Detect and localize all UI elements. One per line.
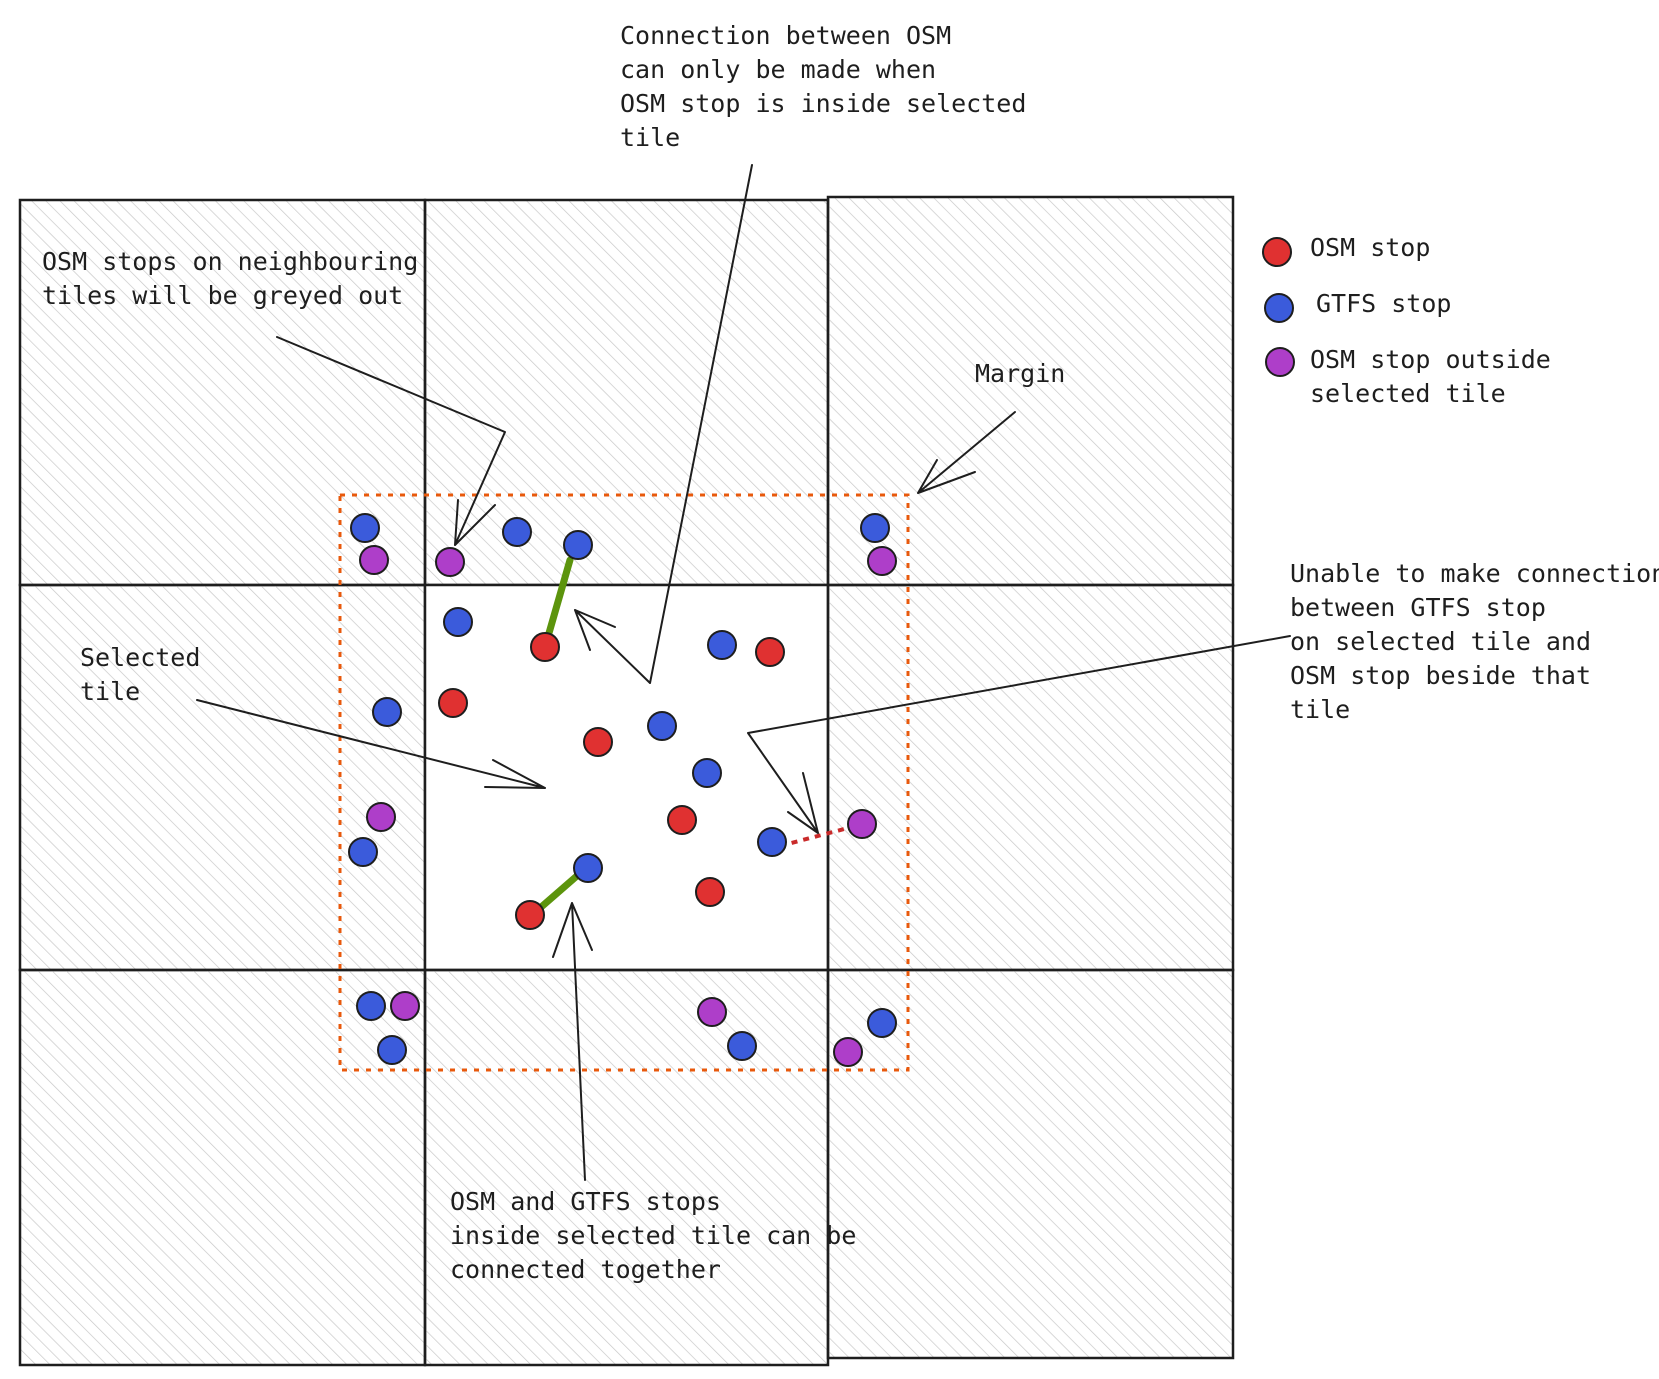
osm-stop-outside[interactable] [390, 991, 420, 1021]
gtfs-stop[interactable] [647, 711, 677, 741]
osm-stop-outside[interactable] [435, 547, 465, 577]
note-margin: Margin [975, 359, 1065, 388]
gtfs-stop[interactable] [727, 1031, 757, 1061]
note-line: tile [80, 677, 140, 706]
gtfs-stop[interactable] [443, 607, 473, 637]
note-line: Unable to make connection [1290, 559, 1659, 588]
tile-top-center[interactable] [423, 198, 830, 587]
osm-stop[interactable] [667, 805, 697, 835]
tile-top-right[interactable] [826, 195, 1235, 587]
arrow-inside-connection [552, 902, 593, 1181]
osm-stop-outside[interactable] [867, 546, 897, 576]
gtfs-stop[interactable] [348, 837, 378, 867]
osm-stop-outside[interactable] [833, 1037, 863, 1067]
osm-stop[interactable] [583, 727, 613, 757]
note-line: OSM stop beside that [1290, 661, 1591, 690]
note-line: Connection between OSM [620, 21, 951, 50]
note-line: tiles will be greyed out [42, 281, 403, 310]
legend-gtfs-stop-icon [1264, 293, 1294, 323]
tile-bottom-center[interactable] [423, 968, 830, 1367]
note-line: can only be made when [620, 55, 936, 84]
legend-gtfs-stop-label: GTFS stop [1316, 289, 1451, 318]
note-connection-rule: Connection between OSM can only be made … [620, 21, 1026, 152]
note-line: OSM stop is inside selected [620, 89, 1026, 118]
note-line: tile [1290, 695, 1350, 724]
note-line: Selected [80, 643, 200, 672]
arrow-greyed-out [276, 336, 506, 546]
gtfs-stop[interactable] [692, 758, 722, 788]
note-line: inside selected tile can be [450, 1221, 856, 1250]
note-line: connected together [450, 1255, 721, 1284]
note-line: OSM stops on neighbouring [42, 247, 418, 276]
osm-stop[interactable] [755, 637, 785, 667]
note-line: on selected tile and [1290, 627, 1591, 656]
tile-bottom-left[interactable] [18, 968, 427, 1367]
stops [348, 513, 897, 1067]
gtfs-stop[interactable] [757, 827, 787, 857]
tile-bottom-right[interactable] [826, 968, 1235, 1360]
osm-stop-outside[interactable] [366, 802, 396, 832]
legend: OSM stop GTFS stop OSM stop outside sele… [1262, 233, 1551, 408]
osm-stop-outside[interactable] [359, 545, 389, 575]
connection-line-top [541, 556, 574, 651]
gtfs-stop[interactable] [707, 630, 737, 660]
note-line: OSM and GTFS stops [450, 1187, 721, 1216]
osm-stop[interactable] [695, 877, 725, 907]
gtfs-stop[interactable] [502, 517, 532, 547]
tile-middle-right[interactable] [826, 583, 1235, 972]
legend-osm-outside-icon [1265, 347, 1295, 377]
pointers [196, 164, 1291, 1181]
note-line: tile [620, 123, 680, 152]
legend-osm-stop-icon [1262, 237, 1292, 267]
gtfs-stop[interactable] [860, 513, 890, 543]
osm-stop[interactable] [530, 632, 560, 662]
arrow-unable-connection [747, 635, 1291, 834]
note-inside-connection: OSM and GTFS stops inside selected tile … [450, 1187, 856, 1284]
osm-stop-outside[interactable] [847, 809, 877, 839]
arrow-margin [917, 411, 1016, 494]
arrow-selected-tile [196, 699, 546, 789]
legend-osm-outside-label-line2: selected tile [1310, 379, 1506, 408]
note-line: between GTFS stop [1290, 593, 1546, 622]
note-greyed-out: OSM stops on neighbouring tiles will be … [42, 247, 418, 310]
osm-stop[interactable] [515, 900, 545, 930]
legend-osm-outside-label-line1: OSM stop outside [1310, 345, 1551, 374]
note-unable-connection: Unable to make connection between GTFS s… [1290, 559, 1659, 724]
gtfs-stop[interactable] [356, 991, 386, 1021]
osm-stop[interactable] [438, 688, 468, 718]
gtfs-stop[interactable] [867, 1008, 897, 1038]
legend-osm-stop-label: OSM stop [1310, 233, 1430, 262]
gtfs-stop[interactable] [573, 853, 603, 883]
annotations: Connection between OSM can only be made … [42, 21, 1659, 1284]
margin-boundary [338, 493, 910, 1072]
gtfs-stop[interactable] [372, 697, 402, 727]
note-line: Margin [975, 359, 1065, 388]
gtfs-stop[interactable] [563, 530, 593, 560]
gtfs-stop[interactable] [377, 1035, 407, 1065]
gtfs-stop[interactable] [350, 513, 380, 543]
note-selected-tile: Selected tile [80, 643, 200, 706]
tile-grid [18, 195, 1235, 1367]
osm-stop-outside[interactable] [697, 997, 727, 1027]
tile-middle-left[interactable] [18, 583, 427, 972]
arrow-connection-rule [574, 164, 753, 684]
